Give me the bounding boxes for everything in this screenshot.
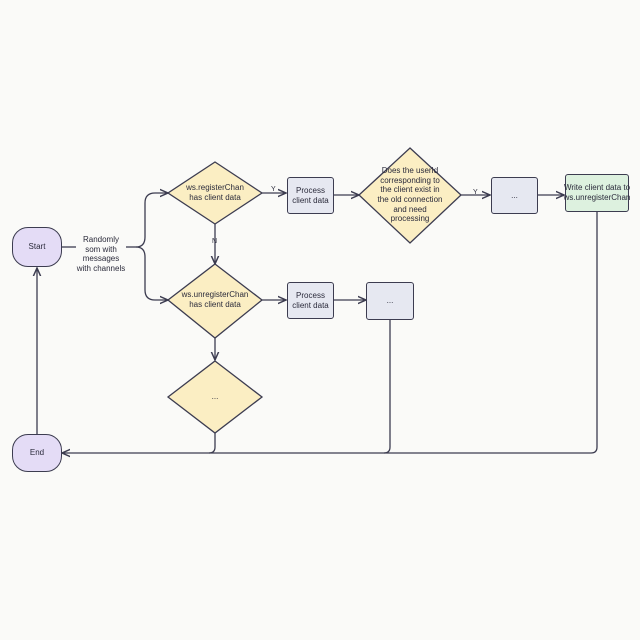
process-unregister-label: Process client data: [292, 290, 329, 310]
random-label: Randomly som with messages with channels: [76, 235, 126, 273]
edge-default-to-end: [208, 433, 216, 454]
register-continue-node: ...: [491, 177, 538, 214]
unregister-decision-shape: [166, 263, 264, 339]
userid-decision-shape: [358, 147, 462, 244]
edge-unregcontinue-to-end: [383, 320, 391, 454]
register-decision-label: ws.registerChan has client data: [186, 183, 244, 202]
unregister-decision-label: ws.unregisterChan has client data: [181, 290, 249, 309]
register-continue-label: ...: [511, 190, 518, 200]
write-client-label: Write client data to ws.unregisterChan: [563, 183, 631, 202]
process-register-node: Process client data: [287, 177, 334, 214]
start-node: Start: [12, 227, 62, 267]
end-label: End: [29, 448, 45, 458]
register-yes-label: Y: [271, 186, 276, 193]
default-decision-shape: [166, 360, 264, 434]
process-unregister-node: Process client data: [287, 282, 334, 319]
edge-write-to-end: [62, 212, 598, 453]
userid-yes-label: Y: [473, 189, 478, 196]
default-decision-label: ...: [211, 392, 219, 402]
unregister-continue-label: ...: [386, 296, 394, 306]
register-decision-shape: [166, 161, 264, 225]
start-label: Start: [28, 242, 46, 252]
register-no-label: N: [212, 238, 218, 245]
end-node: End: [12, 434, 62, 472]
unregister-continue-node: ...: [366, 282, 414, 320]
write-client-node: Write client data to ws.unregisterChan: [563, 174, 631, 212]
edge-fork-to-register: [135, 193, 168, 248]
process-register-label: Process client data: [292, 185, 329, 205]
edge-fork-to-unregister: [135, 246, 168, 300]
userid-decision-label: Does the userId corresponding to the cli…: [377, 166, 443, 224]
